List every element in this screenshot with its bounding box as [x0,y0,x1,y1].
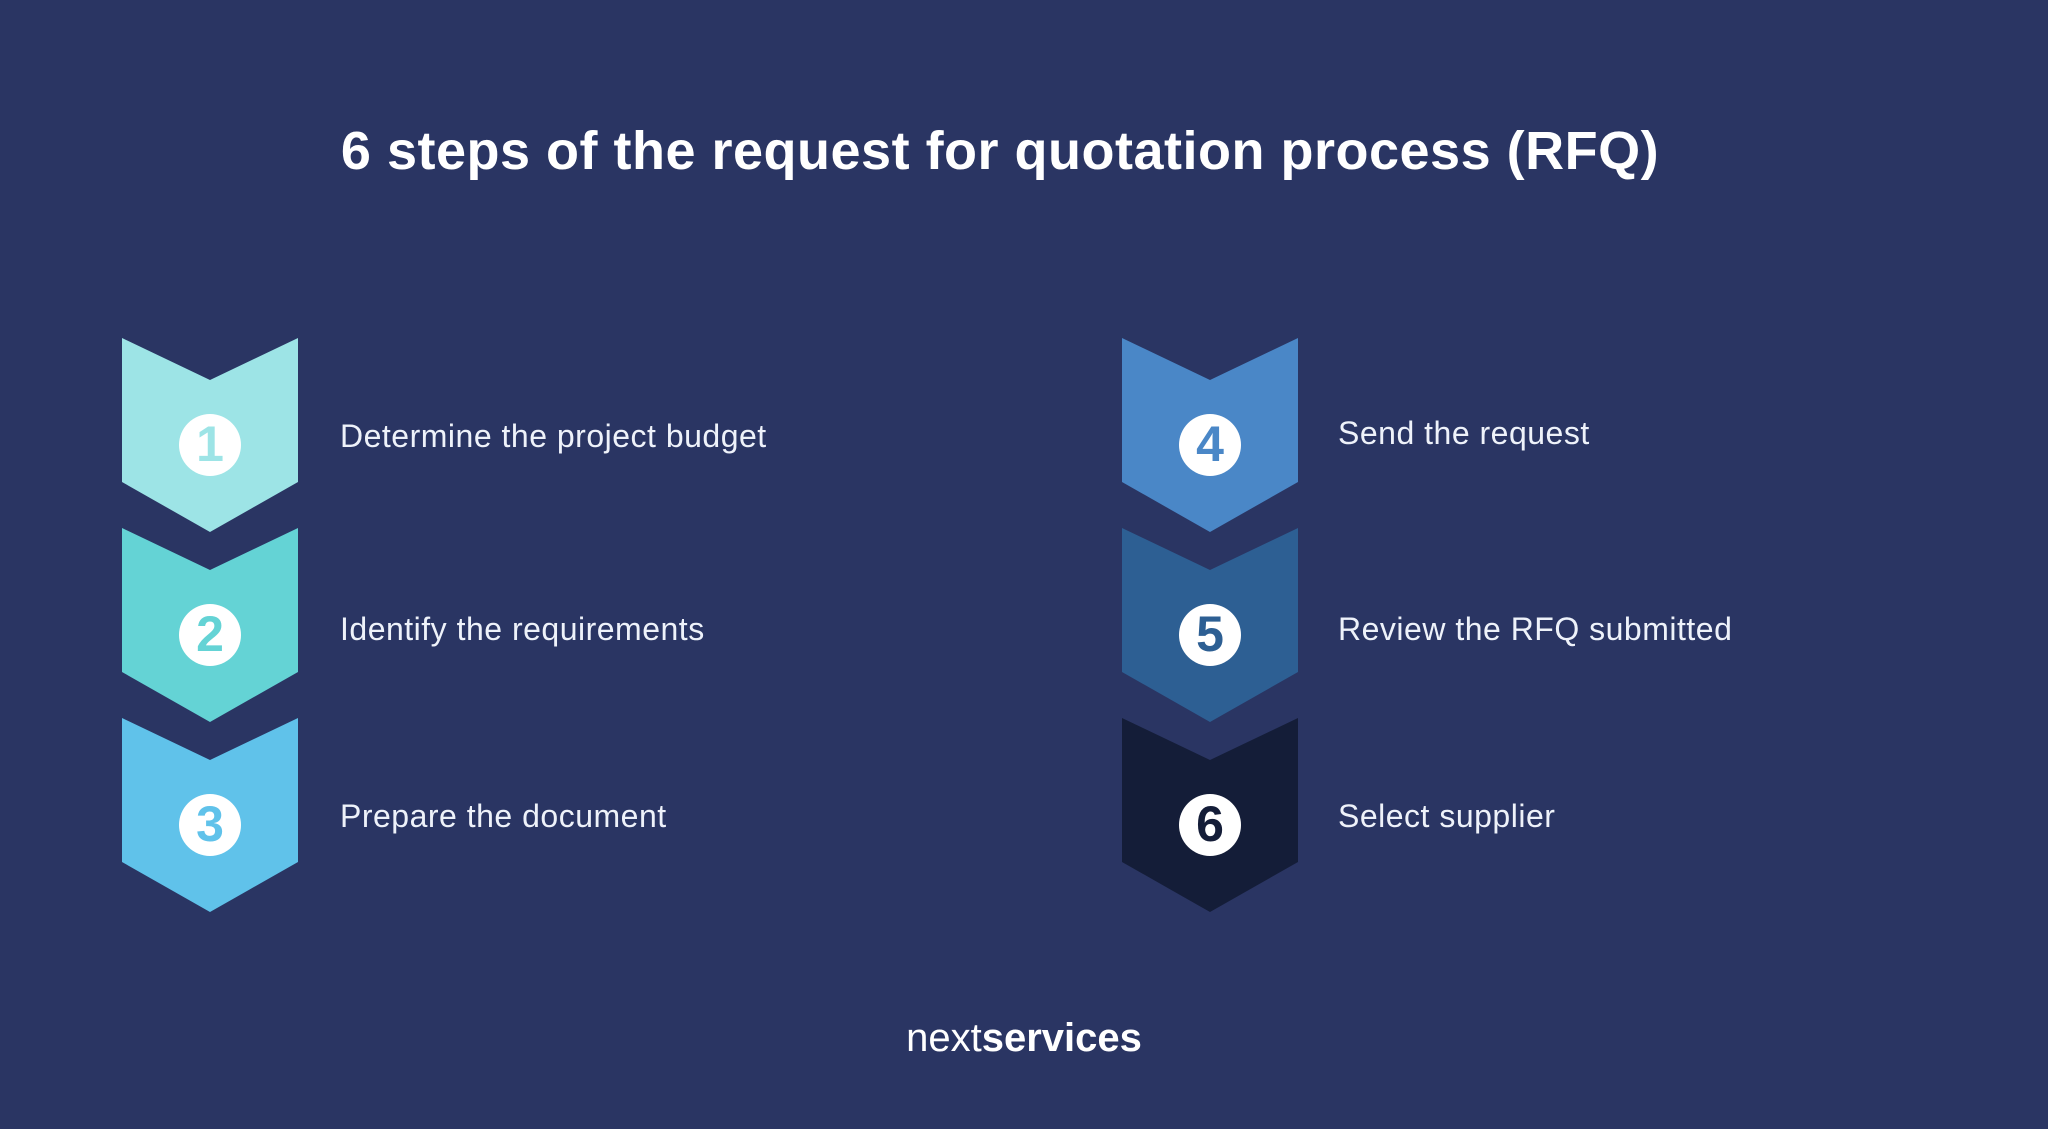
step-number-badge: 5 [1179,604,1241,666]
step-number-badge: 6 [1179,794,1241,856]
step-1-chevron: 1 [122,338,298,532]
step-number: 2 [196,606,224,662]
step-2-chevron: 2 [122,528,298,722]
step-number: 3 [196,796,224,852]
step-5-chevron: 5 [1122,528,1298,722]
brand-logo-bold-part: services [981,1016,1142,1060]
step-6-label: Select supplier [1338,798,1556,834]
step-3-chevron: 3 [122,718,298,912]
step-number: 5 [1196,606,1224,662]
step-number-badge: 3 [179,794,241,856]
step-number: 1 [196,416,224,472]
step-number-badge: 1 [179,414,241,476]
step-number: 4 [1196,416,1224,472]
step-3-label: Prepare the document [340,798,667,834]
page-title: 6 steps of the request for quotation pro… [340,121,1660,181]
step-5-label: Review the RFQ submitted [1338,611,1733,647]
brand-logo: nextservices [0,1014,2048,1062]
step-2-label: Identify the requirements [340,611,705,647]
step-6-chevron: 6 [1122,718,1298,912]
brand-logo-light-part: next [906,1016,982,1060]
step-number: 6 [1196,796,1224,852]
step-number-badge: 4 [1179,414,1241,476]
step-4-chevron: 4 [1122,338,1298,532]
step-4-label: Send the request [1338,415,1590,451]
step-number-badge: 2 [179,604,241,666]
step-1-label: Determine the project budget [340,418,767,454]
